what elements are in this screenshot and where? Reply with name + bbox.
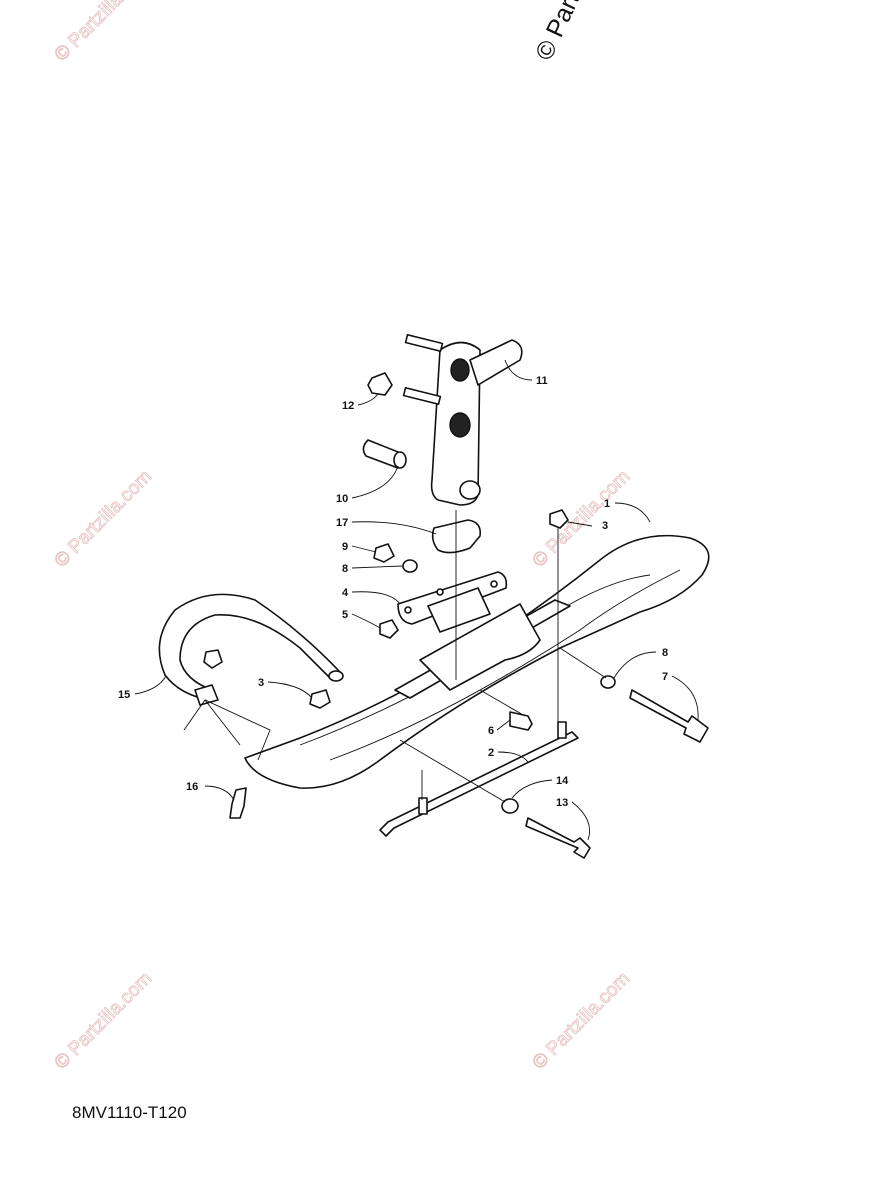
watermark-top: © Partzilla.com: [530, 0, 627, 65]
callout-7: 7: [662, 671, 668, 683]
diagram-code: 8MV1110-T120: [72, 1103, 187, 1122]
leader-3-top: [567, 521, 593, 527]
callout-17: 17: [336, 517, 348, 529]
watermark: © Partzilla.com: [529, 968, 634, 1073]
callout-12: 12: [342, 400, 354, 412]
nut-12: [367, 372, 393, 396]
leader-13: [571, 801, 591, 841]
saddle-hole: [490, 580, 498, 588]
bolt-16: [229, 787, 247, 819]
callout-4: 4: [342, 587, 349, 599]
spindle-upper-bolt: [404, 333, 444, 353]
leader-6: [496, 719, 511, 731]
ski-handle-loop: [158, 593, 341, 701]
watermark: © Partzilla.com: [51, 466, 156, 571]
washer-8-upper: [402, 559, 418, 573]
watermark-layer: © Partzilla.com © Partzilla.com © Partzi…: [50, 0, 634, 1074]
leader-12: [357, 393, 379, 406]
washer-9: [373, 543, 395, 563]
leader-3-mid: [267, 681, 313, 699]
leader-5: [351, 613, 381, 629]
callout-11: 11: [536, 375, 548, 387]
bushing: [362, 439, 407, 469]
hardware: [203, 509, 709, 859]
leader-4: [351, 591, 401, 605]
spindle-pin: [459, 480, 481, 500]
saddle-hole: [404, 606, 412, 614]
leader-8-upper: [351, 565, 403, 569]
watermark: © Partzilla.com: [51, 968, 156, 1073]
leader-handle-fork: [183, 699, 271, 761]
callout-8: 8: [662, 647, 668, 659]
leader-16: [204, 785, 235, 801]
leader-1: [614, 502, 651, 523]
spindle-arm: [469, 339, 523, 386]
spindle: [402, 333, 523, 506]
saddle-cradle: [427, 587, 491, 633]
damper-body: [431, 519, 482, 554]
callout-16: 16: [186, 781, 198, 793]
leader-handle-fork: [204, 699, 241, 746]
callout-5: 5: [342, 609, 348, 621]
alignment-line: [479, 689, 526, 717]
saddle-hole: [436, 588, 444, 596]
ski-handle-foot: [194, 684, 219, 706]
washer-8-lower: [600, 675, 616, 689]
washer-14: [501, 798, 519, 814]
wear-bar-stud-front: [418, 797, 428, 815]
wear-bar-rod: [379, 731, 579, 837]
ski-groove-line: [329, 569, 681, 761]
nut-12-body: [367, 372, 393, 396]
leader-10: [351, 465, 399, 499]
leader-14: [511, 779, 553, 799]
callout-8: 8: [342, 563, 348, 575]
callout-3: 3: [258, 677, 264, 689]
spindle-lower-bolt: [402, 386, 442, 406]
nut-3-handle: [203, 649, 223, 669]
callout-15: 15: [118, 689, 130, 701]
bushing-end: [393, 451, 407, 469]
spindle-lower-bore: [449, 412, 471, 438]
saddle-bracket: [397, 571, 508, 633]
damper: [431, 519, 482, 554]
nut-3-top: [549, 509, 569, 529]
callout-3: 3: [602, 520, 608, 532]
ski-handle: [158, 593, 344, 706]
bolt-7: [629, 689, 709, 743]
ski-spindle-mount: [419, 603, 541, 691]
callout-10: 10: [336, 493, 348, 505]
leader-11: [504, 359, 533, 381]
wear-bar: [379, 721, 579, 837]
leader-lines: [134, 359, 699, 841]
leader-7: [671, 675, 699, 721]
callout-13: 13: [556, 797, 568, 809]
spindle-upper-bore: [450, 358, 470, 382]
bolt-13: [525, 817, 591, 859]
nut-3-mid: [309, 689, 331, 709]
watermark: © Partzilla.com: [51, 0, 156, 66]
callout-6: 6: [488, 725, 494, 737]
callout-14: 14: [556, 775, 569, 787]
leader-2: [497, 751, 529, 763]
callout-1: 1: [604, 498, 610, 510]
wear-bar-stud-rear: [557, 721, 567, 739]
leader-15: [134, 675, 167, 695]
bolt-6: [509, 711, 533, 731]
nut-5: [379, 619, 399, 639]
leader-8-lower: [613, 651, 657, 679]
alignment-line: [399, 739, 506, 803]
alignment-line: [559, 647, 607, 679]
leader-9: [351, 545, 377, 553]
callout-2: 2: [488, 747, 494, 759]
ski-body: [244, 534, 710, 789]
callout-9: 9: [342, 541, 348, 553]
ski-handle-end: [328, 670, 344, 682]
callout-labels: 1 2 3 3 4 5 6 7 8 8 9 10 11 12 13 14 15 …: [118, 375, 668, 809]
leader-17: [351, 521, 437, 535]
